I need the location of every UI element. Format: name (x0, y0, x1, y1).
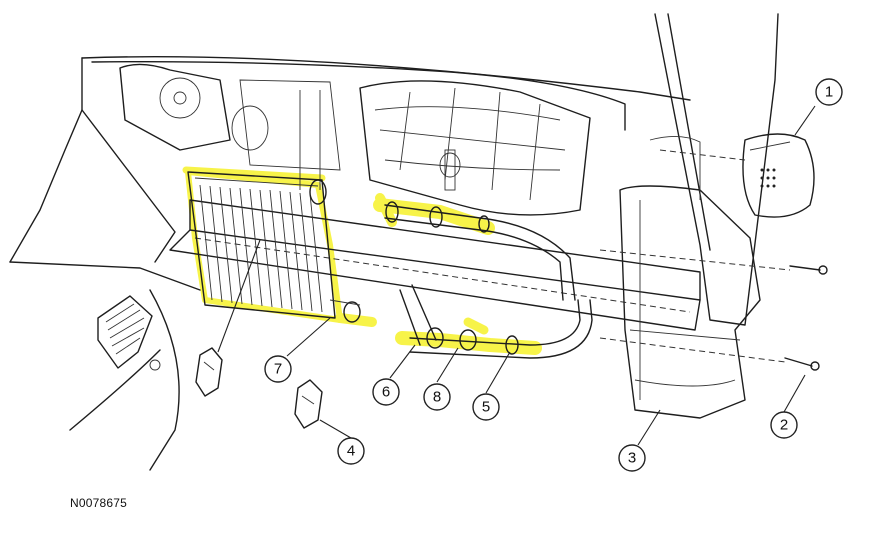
right-pillar-inner (667, 13, 711, 251)
screws (599, 249, 828, 371)
callout-2-label: 2 (780, 417, 788, 434)
cross-car-beam-lower (169, 229, 701, 331)
highlight-layer (182, 166, 542, 355)
lower-left-curve (69, 349, 161, 431)
lower-left-panel (149, 289, 180, 471)
line-art (9, 13, 828, 471)
heater-core-top-highlight (182, 166, 326, 182)
callout-4-label: 4 (347, 443, 355, 460)
callout-1-label: 1 (825, 84, 833, 101)
figure-id-label: N0078675 (70, 496, 127, 510)
housing-cover (619, 136, 761, 419)
callout-5: 5 (472, 393, 500, 421)
callout-6: 6 (372, 378, 400, 406)
callout-7-label: 7 (274, 361, 282, 378)
callout-8-label: 8 (433, 389, 441, 406)
callout-1: 1 (815, 78, 843, 106)
right-pillar (654, 13, 779, 326)
callout-3-label: 3 (628, 450, 636, 467)
left-trim-2 (9, 109, 83, 263)
left-panel-edge (9, 261, 201, 291)
heater-core (187, 171, 361, 323)
callout-2: 2 (770, 411, 798, 439)
callout-7: 7 (264, 355, 292, 383)
callout-5-label: 5 (482, 399, 490, 416)
leader-lines (217, 105, 816, 446)
blower-housing (359, 80, 591, 216)
callout-3: 3 (618, 444, 646, 472)
clips (195, 347, 323, 429)
callout-4: 4 (337, 437, 365, 465)
lower-tube-highlight-2 (463, 317, 489, 335)
dash-panel-top (81, 56, 691, 101)
beam-rivets (194, 237, 691, 313)
heater-core-fins (199, 184, 323, 313)
heater-tubes (384, 201, 593, 359)
left-trim (81, 57, 176, 263)
callout-8: 8 (423, 383, 451, 411)
dash-panel-inner (91, 60, 626, 131)
callout-6-label: 6 (382, 384, 390, 401)
vent-grille (97, 295, 161, 371)
fan-assembly (119, 63, 341, 190)
actuator-connector-dots (760, 168, 776, 188)
lower-tube-highlight (395, 331, 542, 355)
actuator-module (659, 133, 815, 218)
